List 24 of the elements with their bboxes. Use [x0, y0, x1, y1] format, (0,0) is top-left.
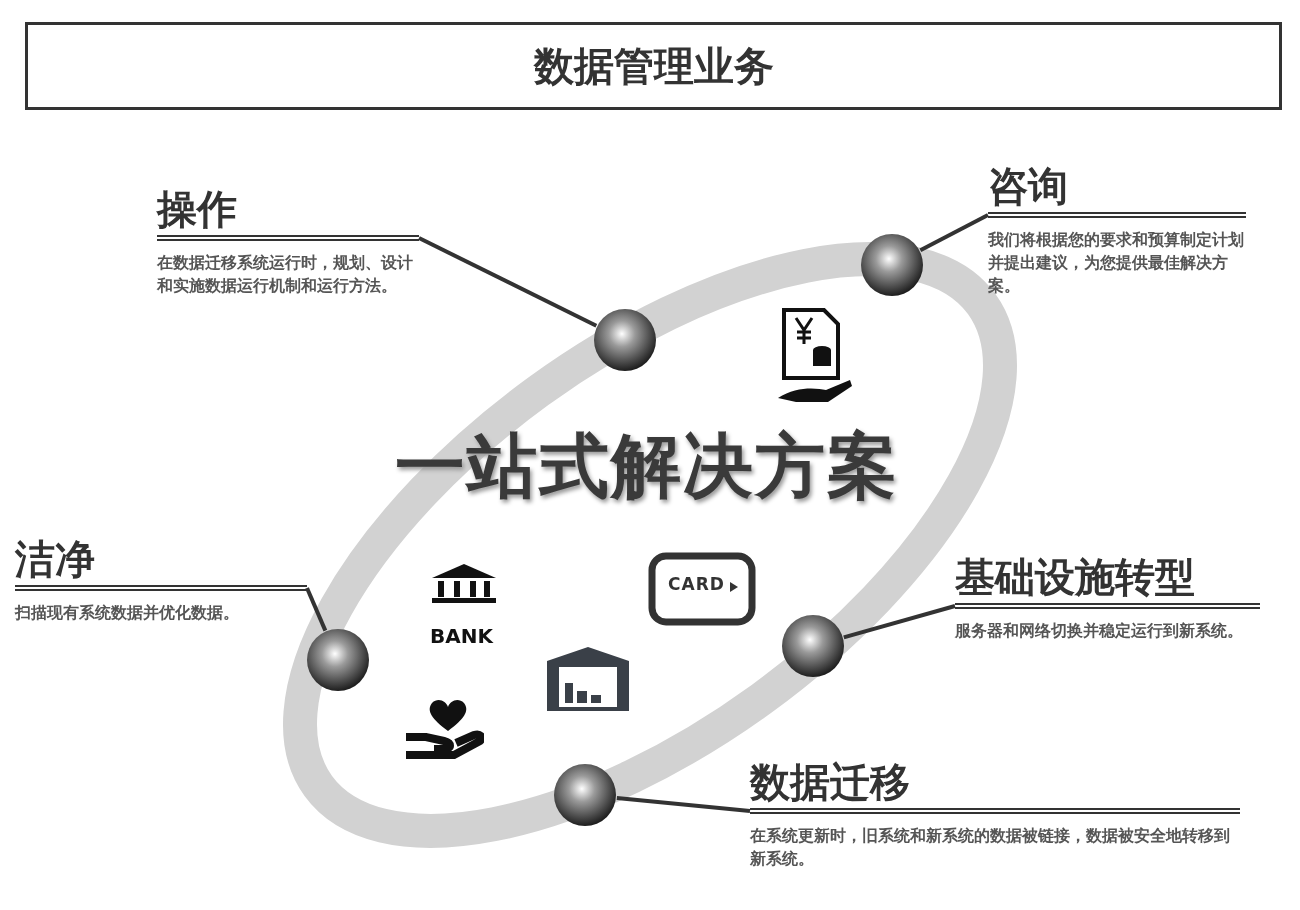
title-banner: 数据管理业务	[25, 22, 1282, 110]
sphere	[306, 628, 370, 692]
leader-line	[843, 604, 956, 640]
sphere	[781, 614, 845, 678]
sphere	[860, 233, 924, 297]
icon-caption: CARD	[668, 574, 725, 594]
description-text: 在数据迁移系统运行时，规划、设计和实施数据运行机制和运行方法。	[157, 252, 414, 298]
sphere	[593, 308, 657, 372]
section-heading: 数据迁移	[750, 758, 1240, 814]
section-heading: 基础设施转型	[955, 553, 1260, 609]
icon-caption: BANK	[430, 624, 493, 648]
section-heading: 操作	[157, 185, 419, 241]
description-text: 在系统更新时，旧系统和新系统的数据被链接，数据被安全地转移到新系统。	[750, 825, 1231, 871]
section-heading: 洁净	[15, 535, 307, 591]
leader-line	[616, 796, 751, 813]
leader-line	[418, 236, 598, 328]
center-title: 一站式解决方案	[395, 424, 899, 509]
description-text: 服务器和网络切换并稳定运行到新系统。	[955, 620, 1244, 642]
leader-line	[305, 587, 328, 632]
leader-line	[919, 213, 989, 252]
section-heading: 咨询	[988, 162, 1246, 218]
description-text: 我们将根据您的要求和预算制定计划并提出建议，为您提供最佳解决方案。	[988, 229, 1245, 298]
sphere	[553, 763, 617, 827]
description-text: 扫描现有系统数据并优化数据。	[15, 602, 240, 624]
